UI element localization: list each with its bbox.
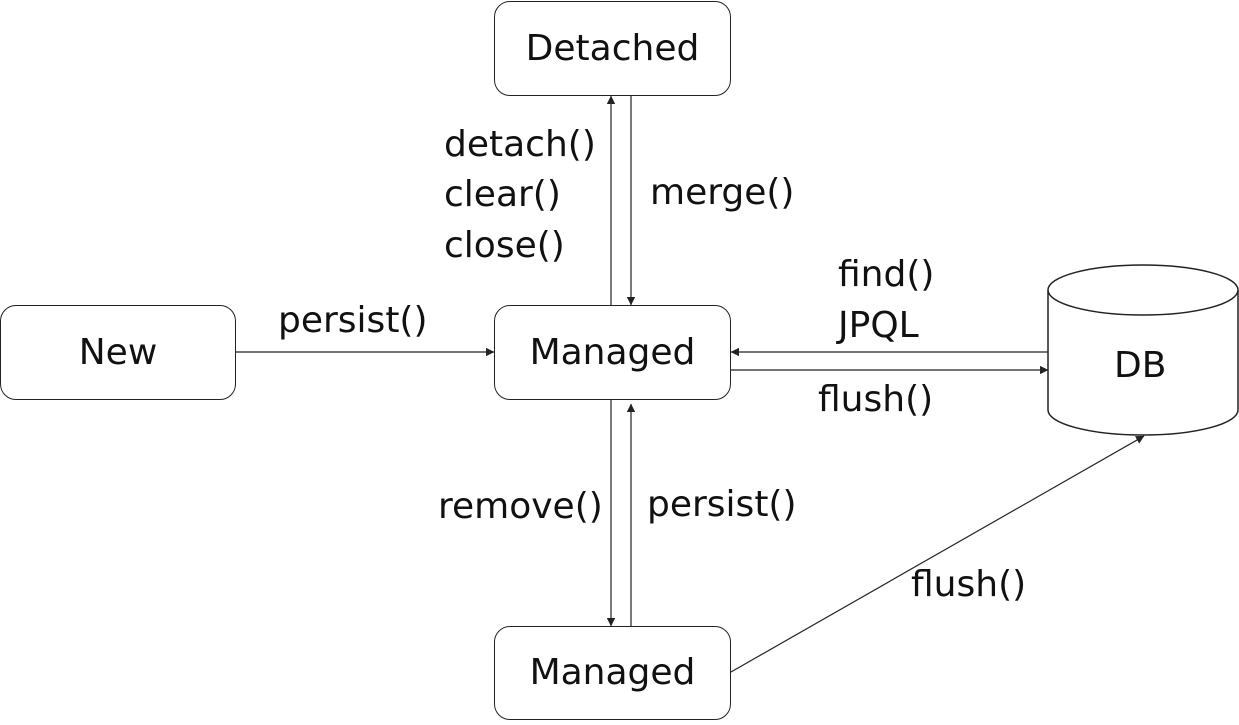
label-flush-removed: flush() bbox=[911, 564, 1027, 605]
label-persist-removed: persist() bbox=[647, 484, 797, 525]
label-find: find() bbox=[838, 254, 935, 295]
node-db-label: DB bbox=[1114, 345, 1167, 386]
node-new: New bbox=[0, 305, 236, 400]
label-to-detached: detach() clear() close() bbox=[444, 120, 596, 271]
arrow-removed-to-db bbox=[730, 435, 1145, 673]
label-flush-managed: flush() bbox=[818, 379, 934, 420]
label-clear: clear() bbox=[444, 174, 561, 216]
label-jpql: JPQL bbox=[838, 305, 919, 346]
label-close: close() bbox=[444, 224, 565, 266]
db-cylinder-icon bbox=[1047, 264, 1239, 436]
node-detached: Detached bbox=[494, 1, 731, 96]
label-merge: merge() bbox=[650, 172, 795, 213]
node-managed: Managed bbox=[494, 305, 731, 400]
node-managed-removed: Managed bbox=[494, 626, 731, 720]
label-persist-new: persist() bbox=[278, 300, 428, 341]
label-remove: remove() bbox=[438, 486, 603, 527]
label-detach: detach() bbox=[444, 124, 596, 165]
